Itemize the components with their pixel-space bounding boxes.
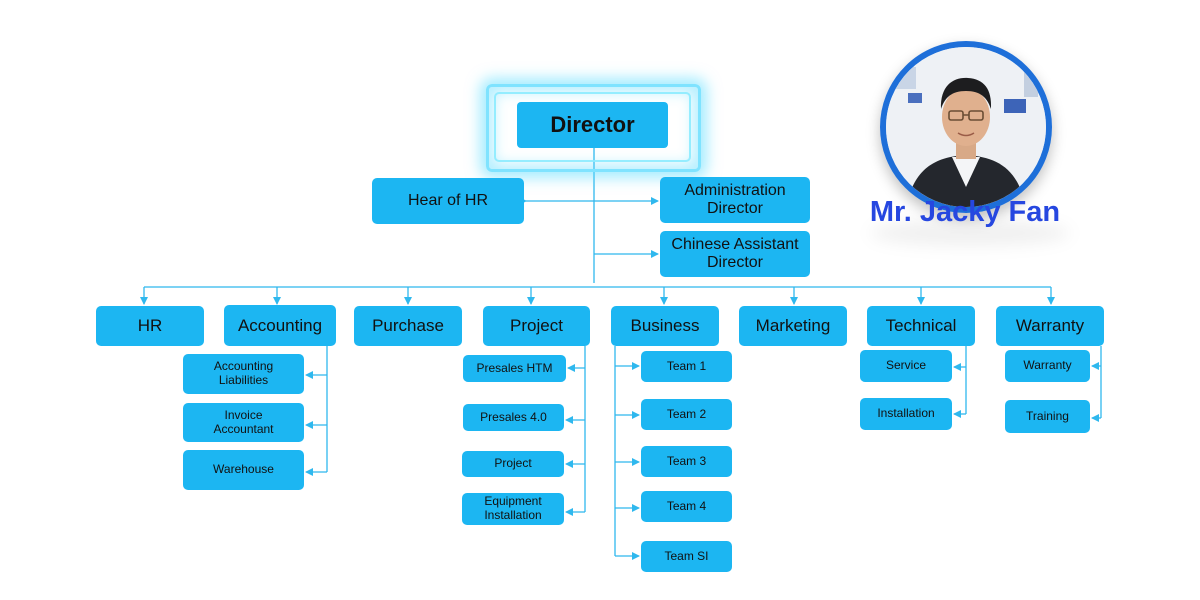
unit-team-4[interactable]: Team 4 bbox=[641, 491, 732, 522]
director-glow-inner bbox=[494, 92, 691, 162]
assistant-director-box[interactable]: Chinese Assistant Director bbox=[660, 231, 810, 277]
unit-training[interactable]: Training bbox=[1005, 400, 1090, 433]
hr-head-box[interactable]: Hear of HR bbox=[372, 178, 524, 224]
unit-presales-4-0[interactable]: Presales 4.0 bbox=[463, 404, 564, 431]
dept-marketing[interactable]: Marketing bbox=[739, 306, 847, 346]
unit-warranty[interactable]: Warranty bbox=[1005, 350, 1090, 382]
unit-equipment-installation[interactable]: Equipment Installation bbox=[462, 493, 564, 525]
dept-project[interactable]: Project bbox=[483, 306, 590, 346]
dept-accounting[interactable]: Accounting bbox=[224, 305, 336, 346]
name-shadow bbox=[870, 220, 1070, 246]
dept-hr[interactable]: HR bbox=[96, 306, 204, 346]
unit-accounting-liabilities[interactable]: Accounting Liabilities bbox=[183, 354, 304, 394]
dept-purchase[interactable]: Purchase bbox=[354, 306, 462, 346]
dept-warranty[interactable]: Warranty bbox=[996, 306, 1104, 346]
admin-director-box[interactable]: Administration Director bbox=[660, 177, 810, 223]
unit-team-3[interactable]: Team 3 bbox=[641, 446, 732, 477]
unit-team-1[interactable]: Team 1 bbox=[641, 351, 732, 382]
unit-presales-htm[interactable]: Presales HTM bbox=[463, 355, 566, 382]
unit-installation[interactable]: Installation bbox=[860, 398, 952, 430]
unit-team-2[interactable]: Team 2 bbox=[641, 399, 732, 430]
dept-business[interactable]: Business bbox=[611, 306, 719, 346]
unit-service[interactable]: Service bbox=[860, 350, 952, 382]
person-photo bbox=[880, 41, 1052, 213]
unit-team-si[interactable]: Team SI bbox=[641, 541, 732, 572]
unit-project[interactable]: Project bbox=[462, 451, 564, 477]
unit-invoice-accountant[interactable]: Invoice Accountant bbox=[183, 403, 304, 442]
dept-technical[interactable]: Technical bbox=[867, 306, 975, 346]
person-name: Mr. Jacky Fan bbox=[869, 196, 1061, 228]
unit-warehouse[interactable]: Warehouse bbox=[183, 450, 304, 490]
director-glow-frame bbox=[486, 84, 701, 172]
director-box[interactable]: Director bbox=[517, 102, 668, 148]
